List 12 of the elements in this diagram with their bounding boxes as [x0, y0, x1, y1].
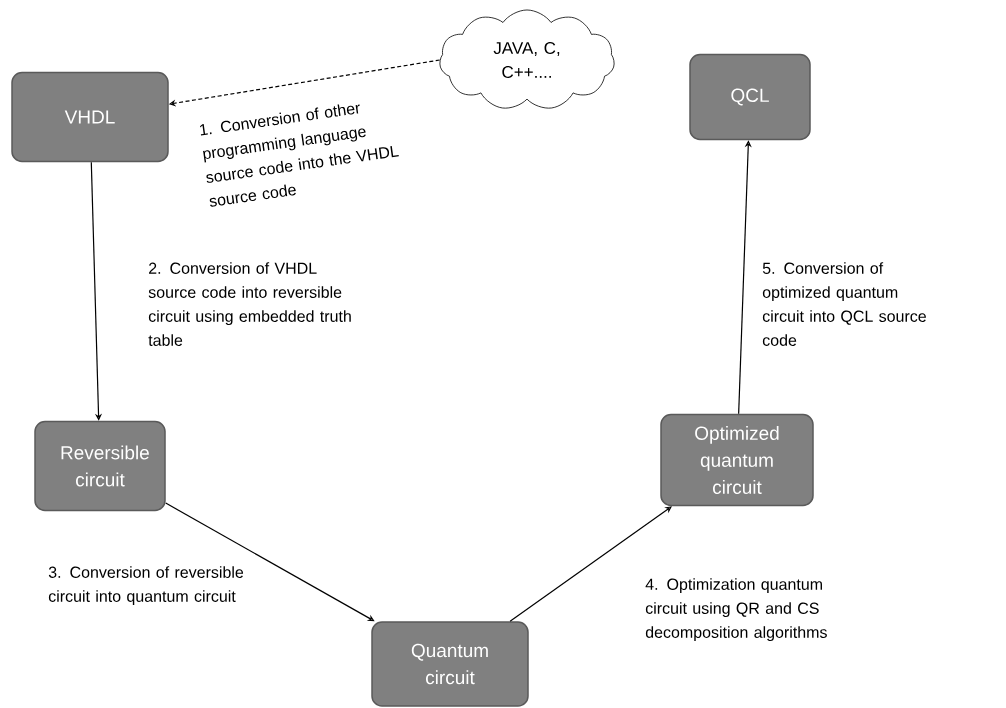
process-box: VHDL — [11, 71, 169, 163]
process-box: QCL — [689, 53, 811, 141]
arrow — [165, 502, 375, 622]
edge-label: 3. Conversion of reversible circuit into quantum circuit — [48, 566, 244, 606]
edge-label: 4. Optimization quantum circuit using QR and CS decomposition algorithms — [645, 578, 827, 642]
edge-label: 2. Conversion of VHDL source code into reversible circuit using embedded truth table — [148, 262, 351, 346]
process-box: Quantum circuit — [371, 621, 529, 707]
process-box: Optimized quantum circuit — [660, 413, 814, 507]
arrow — [509, 506, 672, 622]
edge-label: 5. Conversion of optimized quantum circuit into QCL source code — [762, 262, 926, 346]
process-box: Reversible circuit — [34, 420, 166, 512]
edge-label: 1. Conversion of other programming language source code into the VHDL source code — [200, 104, 399, 207]
